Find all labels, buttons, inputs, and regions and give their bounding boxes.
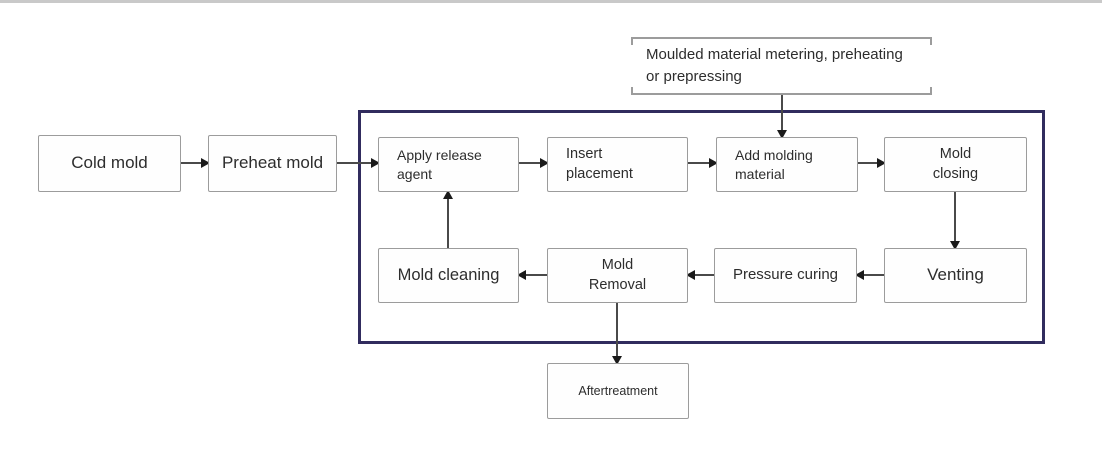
- node-mold-closing: Mold closing: [884, 137, 1027, 192]
- node-mold-cleaning: Mold cleaning: [378, 248, 519, 303]
- node-apply-release-agent-label: Apply release agent: [397, 146, 482, 182]
- node-cold-mold-label: Cold mold: [71, 153, 148, 173]
- arrow-apply-release-agent-to-insert-placement: [519, 158, 549, 168]
- arrowhead-down-icon: [777, 130, 787, 139]
- arrow-material-prep-to-add-molding-material: [777, 95, 787, 139]
- arrowhead-left-icon: [855, 270, 864, 280]
- node-mold-removal: Mold Removal: [547, 248, 688, 303]
- arrow-mold-removal-to-mold-cleaning: [517, 270, 547, 280]
- arrowhead-left-icon: [686, 270, 695, 280]
- node-mold-cleaning-label: Mold cleaning: [397, 266, 500, 285]
- arrowhead-right-icon: [877, 158, 886, 168]
- arrow-mold-closing-to-venting: [950, 192, 960, 250]
- arrowhead-down-icon: [950, 241, 960, 250]
- node-insert-placement-label: Insert placement: [566, 145, 633, 182]
- node-pressure-curing: Pressure curing: [714, 248, 857, 303]
- arrow-insert-placement-to-add-molding-material: [688, 158, 718, 168]
- arrow-add-molding-material-to-mold-closing: [858, 158, 886, 168]
- main-process-frame: [358, 110, 1045, 344]
- arrowhead-right-icon: [540, 158, 549, 168]
- node-pressure-curing-label: Pressure curing: [732, 266, 839, 284]
- arrow-mold-removal-to-aftertreatment: [612, 303, 622, 365]
- node-apply-release-agent: Apply release agent: [378, 137, 519, 192]
- node-preheat-mold: Preheat mold: [208, 135, 337, 192]
- arrow-cold-mold-to-preheat-mold: [181, 158, 210, 168]
- node-mold-closing-label: Mold closing: [932, 145, 979, 182]
- arrowhead-up-icon: [443, 190, 453, 199]
- node-preheat-mold-label: Preheat mold: [221, 153, 324, 173]
- node-venting-label: Venting: [927, 265, 984, 285]
- arrow-mold-cleaning-to-apply-release-agent: [443, 190, 453, 248]
- node-material-prep: Moulded material metering, preheating or…: [631, 37, 932, 95]
- arrow-preheat-mold-to-apply-release-agent: [337, 158, 380, 168]
- node-cold-mold: Cold mold: [38, 135, 181, 192]
- arrow-venting-to-pressure-curing: [855, 270, 884, 280]
- arrowhead-left-icon: [517, 270, 526, 280]
- arrowhead-right-icon: [709, 158, 718, 168]
- node-aftertreatment: Aftertreatment: [547, 363, 689, 419]
- node-material-prep-label: Moulded material metering, preheating or…: [646, 46, 903, 85]
- arrow-pressure-curing-to-mold-removal: [686, 270, 714, 280]
- node-venting: Venting: [884, 248, 1027, 303]
- arrowhead-down-icon: [612, 356, 622, 365]
- top-divider-line: [0, 0, 1102, 3]
- node-add-molding-material: Add molding material: [716, 137, 858, 192]
- node-add-molding-material-label: Add molding material: [735, 146, 813, 182]
- arrowhead-right-icon: [371, 158, 380, 168]
- node-mold-removal-label: Mold Removal: [588, 256, 647, 293]
- arrowhead-right-icon: [201, 158, 210, 168]
- node-aftertreatment-label: Aftertreatment: [578, 383, 658, 398]
- node-insert-placement: Insert placement: [547, 137, 688, 192]
